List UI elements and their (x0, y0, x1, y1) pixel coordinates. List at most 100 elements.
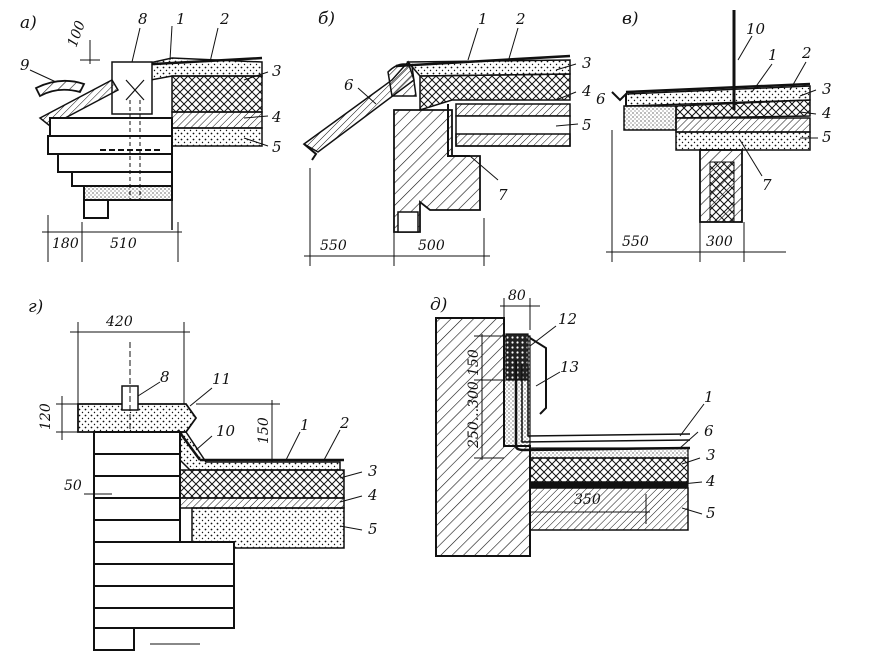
panel-g-membrane-line (176, 429, 202, 461)
panel-a-insulation-layer (171, 75, 263, 113)
panel-g-callout-3: 3 (368, 462, 378, 480)
panel-v-callout-10: 10 (746, 20, 766, 38)
panel-v-dim-550: 550 (622, 234, 649, 250)
panel-g-callout-10: 10 (216, 422, 236, 440)
panel-d-callout-3: 3 (706, 446, 716, 464)
panel-v-callout-3: 3 (822, 80, 832, 98)
panel-d-membrane-upturn (514, 360, 691, 452)
panel-v-callout-7: 7 (762, 176, 772, 194)
panel-b-lower-slab (455, 133, 571, 147)
panel-b-eave-gutter (303, 143, 318, 161)
panel-a-timber-post (111, 61, 153, 115)
panel-b: б) 550 500 (302, 9, 592, 266)
panel-d-dimension-lines (474, 298, 650, 524)
panel-d-membrane-upturn-2 (521, 364, 691, 443)
panel-g-dim-150: 150 (256, 417, 272, 444)
panel-g: г) (28, 297, 378, 651)
panel-v: в) 550 300 (596, 9, 832, 262)
panel-a-eave-slope (38, 79, 120, 127)
panel-a-timber-cross (125, 79, 145, 101)
panel-v-eave-slab (623, 105, 677, 131)
panel-v-beam (675, 131, 811, 151)
panel-g-slab-layer (179, 497, 345, 509)
panel-a-callout-8: 8 (138, 10, 148, 28)
panel-g-parapet-cap (77, 403, 198, 433)
panel-a-callout-5: 5 (272, 138, 282, 156)
panel-d-screed-layer (529, 447, 689, 459)
panel-a-title: а) (20, 13, 37, 33)
panel-d-insulation-layer (529, 457, 689, 483)
panel-d-dim-250-300: 250...300 (466, 381, 482, 449)
panel-v-callout-6: 6 (596, 90, 606, 108)
panel-b-callout-7: 7 (498, 186, 508, 204)
panel-b-callout-5: 5 (582, 116, 592, 134)
panel-v-callout-5: 5 (822, 128, 832, 146)
panel-d-callout-13: 13 (560, 358, 579, 376)
panel-d-vapour-layer (529, 481, 689, 489)
panel-a-beam (171, 127, 263, 147)
panel-d-callout-4: 4 (705, 472, 716, 490)
panel-b-insulation-layer (419, 73, 571, 112)
panel-d-callout-6: 6 (704, 422, 714, 440)
panel-d-slab (529, 487, 689, 531)
panel-v-wall-core (709, 161, 735, 223)
panel-v-dimension-lines (606, 130, 786, 262)
panel-g-dim-120: 120 (38, 403, 54, 430)
panel-b-flashing (447, 104, 470, 157)
panel-a-dimension-lines (42, 40, 182, 262)
panel-v-callout-4: 4 (821, 104, 832, 122)
panel-a-slab-layer (171, 111, 263, 129)
panel-g-title: г) (28, 297, 43, 317)
panel-a-dim-180: 180 (52, 236, 79, 252)
panel-a-dim-510: 510 (110, 236, 137, 252)
panel-g-callout-2: 2 (339, 414, 350, 432)
panel-d: д) 80 150 250...300 350 (430, 288, 716, 557)
panel-a: а) (20, 10, 282, 262)
panel-a-gutter (34, 79, 86, 98)
panel-v-callout-2: 2 (801, 44, 812, 62)
panel-b-membrane-line (395, 54, 571, 68)
panel-a-callout-9: 9 (20, 56, 30, 74)
panel-a-callout-2: 2 (219, 10, 230, 28)
panel-b-callout-2: 2 (515, 10, 526, 28)
panel-g-callout-5: 5 (368, 520, 378, 538)
panel-g-fillet (168, 431, 341, 471)
panel-a-dim-100: 100 (65, 19, 89, 50)
panel-g-dim-420: 420 (105, 314, 133, 330)
panel-g-leaders (137, 381, 363, 531)
panel-a-callout-4: 4 (271, 108, 282, 126)
panel-d-dim-150: 150 (466, 349, 482, 376)
panel-a-callout-3: 3 (272, 62, 282, 80)
panel-d-callout-12: 12 (558, 310, 577, 328)
panel-v-leaders (611, 35, 818, 177)
panel-a-leaders (29, 25, 269, 147)
panel-b-top-block (387, 63, 417, 97)
panel-d-apron-flashing (529, 337, 547, 415)
panel-v-slab (675, 117, 811, 133)
panel-b-callout-1: 1 (478, 10, 488, 28)
panel-d-callout-5: 5 (706, 504, 716, 522)
panel-b-callout-6: 6 (344, 76, 354, 94)
panel-d-membrane-upturn-3 (527, 366, 691, 437)
panel-d-leaders (529, 325, 705, 515)
panel-g-callout-11: 11 (212, 370, 231, 388)
panel-g-dim-50: 50 (64, 478, 82, 494)
panel-v-membrane-line (625, 82, 811, 94)
panel-g-dimension-lines (56, 322, 280, 645)
panel-b-leaders (357, 27, 579, 181)
panel-b-callout-4: 4 (581, 82, 592, 100)
panel-d-callout-1: 1 (704, 388, 714, 406)
panel-b-wall-opening (397, 211, 419, 233)
panel-b-dimension-lines (304, 168, 490, 266)
panel-d-dim-80: 80 (508, 288, 526, 304)
panel-v-title: в) (622, 9, 639, 29)
panel-a-callout-1: 1 (176, 10, 186, 28)
panel-v-callout-1: 1 (768, 46, 778, 64)
panel-g-insulation-layer (179, 469, 345, 499)
panel-g-callout-1: 1 (300, 416, 310, 434)
panel-b-title: б) (318, 9, 335, 29)
panel-g-callout-4: 4 (367, 486, 378, 504)
panel-v-dim-300: 300 (706, 234, 733, 250)
